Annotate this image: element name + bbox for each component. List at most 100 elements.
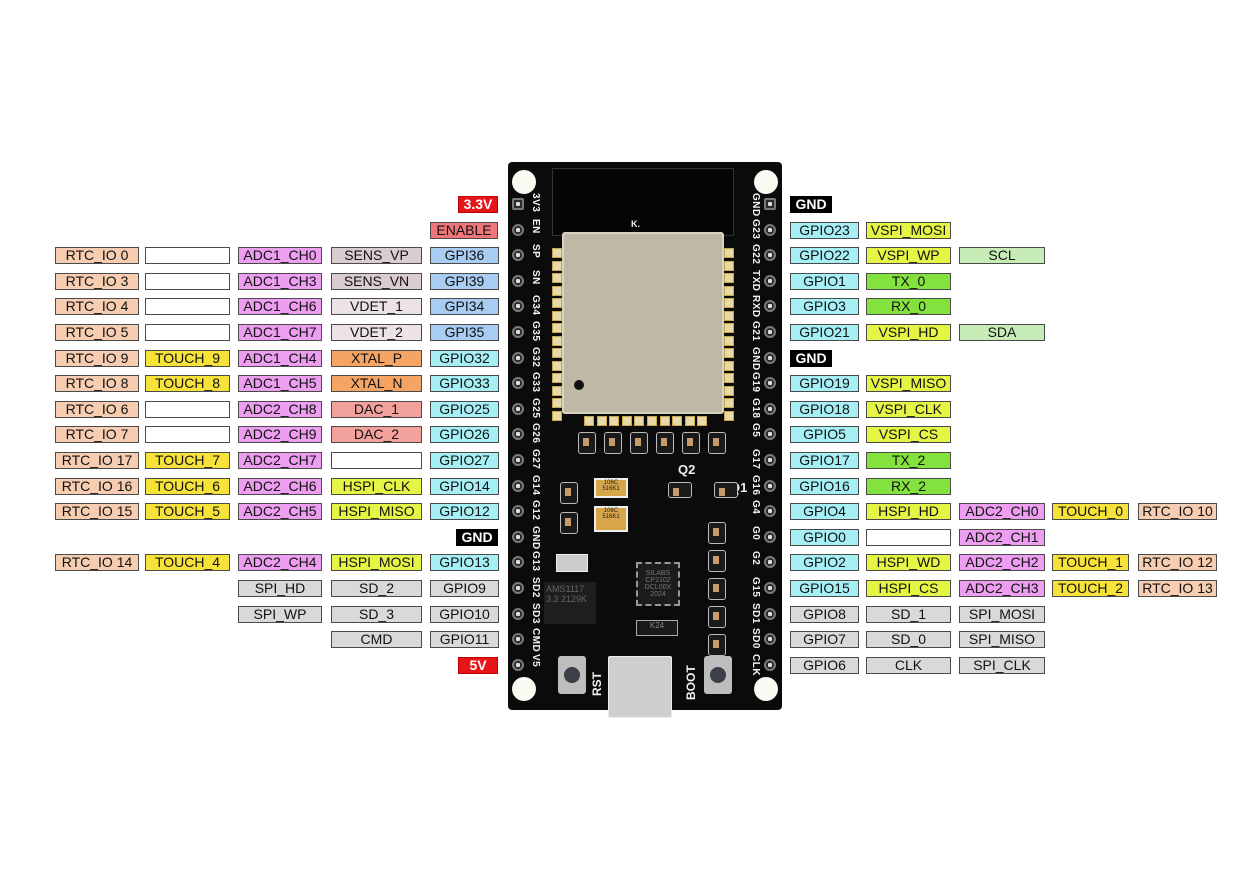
module-pad: [552, 398, 562, 408]
right-label-gpio-gpio3: GPIO3: [790, 298, 859, 316]
header-pin-g33: [512, 377, 524, 390]
antenna-mark: K.: [631, 219, 640, 229]
left-label-rtc-rtc-io-17: RTC_IO 17: [55, 452, 139, 469]
silk-label-g25: G25: [530, 397, 541, 419]
reset-button[interactable]: [558, 656, 586, 694]
module-pad: [552, 260, 562, 271]
left-label-hspi-hspi-miso: HSPI_MISO: [331, 503, 422, 521]
left-label-rtc-rtc-io-6: RTC_IO 6: [55, 400, 139, 418]
right-label-flash-spi-clk: SPI_CLK: [959, 656, 1045, 674]
smd-capacitor: [708, 578, 726, 600]
smd-capacitor: [560, 482, 578, 504]
right-label-gpio-gpio1: GPIO1: [790, 272, 859, 290]
esp32-module-shield: [562, 232, 724, 414]
right-label-flash-sd-1: SD_1: [866, 605, 951, 623]
module-pad: [552, 360, 562, 371]
ldo-tab: [556, 554, 588, 572]
module-pad: [724, 360, 734, 371]
module-pad: [724, 273, 734, 283]
left-label-touch-touch-9: TOUCH_9: [145, 349, 230, 367]
header-pin-en: [512, 223, 524, 236]
silk-label-rxd: RXD: [750, 295, 761, 319]
left-label-adc-adc1-ch7: ADC1_CH7: [238, 324, 322, 341]
left-label-gnd-gnd: GND: [456, 528, 498, 546]
left-label-hspi-hspi-mosi: HSPI_MOSI: [331, 554, 422, 572]
left-label-rtc-rtc-io-4: RTC_IO 4: [55, 298, 139, 316]
right-label-gnd-gnd: GND: [790, 349, 832, 367]
smd-resistor: [708, 432, 726, 454]
silk-label-g12: G12: [530, 500, 541, 521]
silk-label-g13: G13: [530, 551, 541, 572]
right-label-hspi-hspi-wd: HSPI_WD: [866, 554, 951, 572]
left-label-adc-adc2-ch9: ADC2_CH9: [238, 426, 322, 444]
module-pad: [724, 385, 734, 396]
boot-button[interactable]: [704, 656, 732, 694]
module-pad: [724, 285, 734, 296]
right-label-gpio-gpio22: GPIO22: [790, 247, 859, 265]
left-label-adc-adc1-ch4: ADC1_CH4: [238, 349, 322, 367]
header-pin-3v3: [512, 198, 524, 210]
right-label-flash-sd-0: SD_0: [866, 631, 951, 649]
module-pad: [647, 416, 657, 426]
header-pin-g23: [764, 223, 776, 236]
cp2102-usb-uart-chip: SILABS CP2102 DCL00X 2024: [636, 562, 680, 606]
header-pin-sd3: [512, 607, 524, 620]
left-label-flash-gpio9: GPIO9: [430, 580, 499, 597]
module-pad: [659, 416, 670, 426]
silk-label-sp: SP: [530, 244, 541, 259]
silk-label-g32: G32: [530, 346, 541, 367]
right-label-vspi-vspi-miso: VSPI_MISO: [866, 375, 951, 393]
silk-label-gnd: GND: [750, 193, 761, 217]
left-label-adc-adc2-ch7: ADC2_CH7: [238, 452, 322, 469]
header-pin-clk: [764, 658, 776, 671]
module-pad: [552, 310, 562, 321]
silk-label-g23: G23: [750, 218, 761, 239]
module-pad: [724, 373, 734, 383]
left-label-adc-adc2-ch5: ADC2_CH5: [238, 503, 322, 521]
left-label-xtal-xtal-p: XTAL_P: [331, 349, 422, 367]
header-pin-g25: [512, 402, 524, 415]
header-pin-g35: [512, 326, 524, 338]
module-pad: [552, 373, 562, 383]
silk-label-g15: G15: [750, 577, 761, 598]
header-pin-sd1: [764, 607, 776, 620]
right-label-adc-adc2-ch1: ADC2_CH1: [959, 528, 1045, 546]
right-label-flash-spi-miso: SPI_MISO: [959, 631, 1045, 649]
right-label-flash-spi-mosi: SPI_MOSI: [959, 605, 1045, 623]
header-pin-gnd: [512, 530, 524, 543]
header-pin-g22: [764, 249, 776, 262]
left-label-rtc-rtc-io-15: RTC_IO 15: [55, 503, 139, 521]
silk-label-g17: G17: [750, 449, 761, 470]
left-label-sens-sens-vn: SENS_VN: [331, 272, 422, 290]
left-label-en-enable: ENABLE: [430, 221, 498, 239]
silk-label-gnd: GND: [530, 525, 541, 550]
left-label-rtc-rtc-io-9: RTC_IO 9: [55, 349, 139, 367]
right-label-vspi-vspi-clk: VSPI_CLK: [866, 400, 951, 418]
left-label-gpio-gpio27: GPIO27: [430, 452, 499, 469]
silk-label-cmd: CMD: [530, 628, 541, 653]
right-label-empty-blank: [866, 528, 951, 546]
right-label-gpio-gpio19: GPIO19: [790, 375, 859, 393]
silk-label-g18: G18: [750, 397, 761, 419]
right-label-flash-gpio7: GPIO7: [790, 631, 859, 649]
module-pad: [552, 385, 562, 396]
reset-button-label: RST: [590, 672, 604, 696]
silk-label-3v3: 3V3: [530, 193, 541, 213]
micro-usb-port[interactable]: [608, 656, 672, 718]
silk-label-g21: G21: [750, 321, 761, 342]
left-label-gpi-gpi36: GPI36: [430, 247, 499, 265]
header-pin-g16: [764, 479, 776, 492]
right-label-gpio-gpio2: GPIO2: [790, 554, 859, 572]
left-label-touch-touch-4: TOUCH_4: [145, 554, 230, 572]
header-pin-cmd: [512, 633, 524, 646]
module-pad: [672, 416, 683, 426]
left-label-adc-adc1-ch0: ADC1_CH0: [238, 247, 322, 265]
right-label-adc-adc2-ch3: ADC2_CH3: [959, 580, 1045, 597]
left-label-xtal-xtal-n: XTAL_N: [331, 375, 422, 393]
left-label-empty-blank: [145, 400, 230, 418]
left-label-adc-adc1-ch3: ADC1_CH3: [238, 272, 322, 290]
silk-label-g2: G2: [750, 551, 761, 566]
header-pin-g32: [512, 351, 524, 364]
header-pin-g34: [512, 300, 524, 313]
silk-label-g5: G5: [750, 423, 761, 438]
